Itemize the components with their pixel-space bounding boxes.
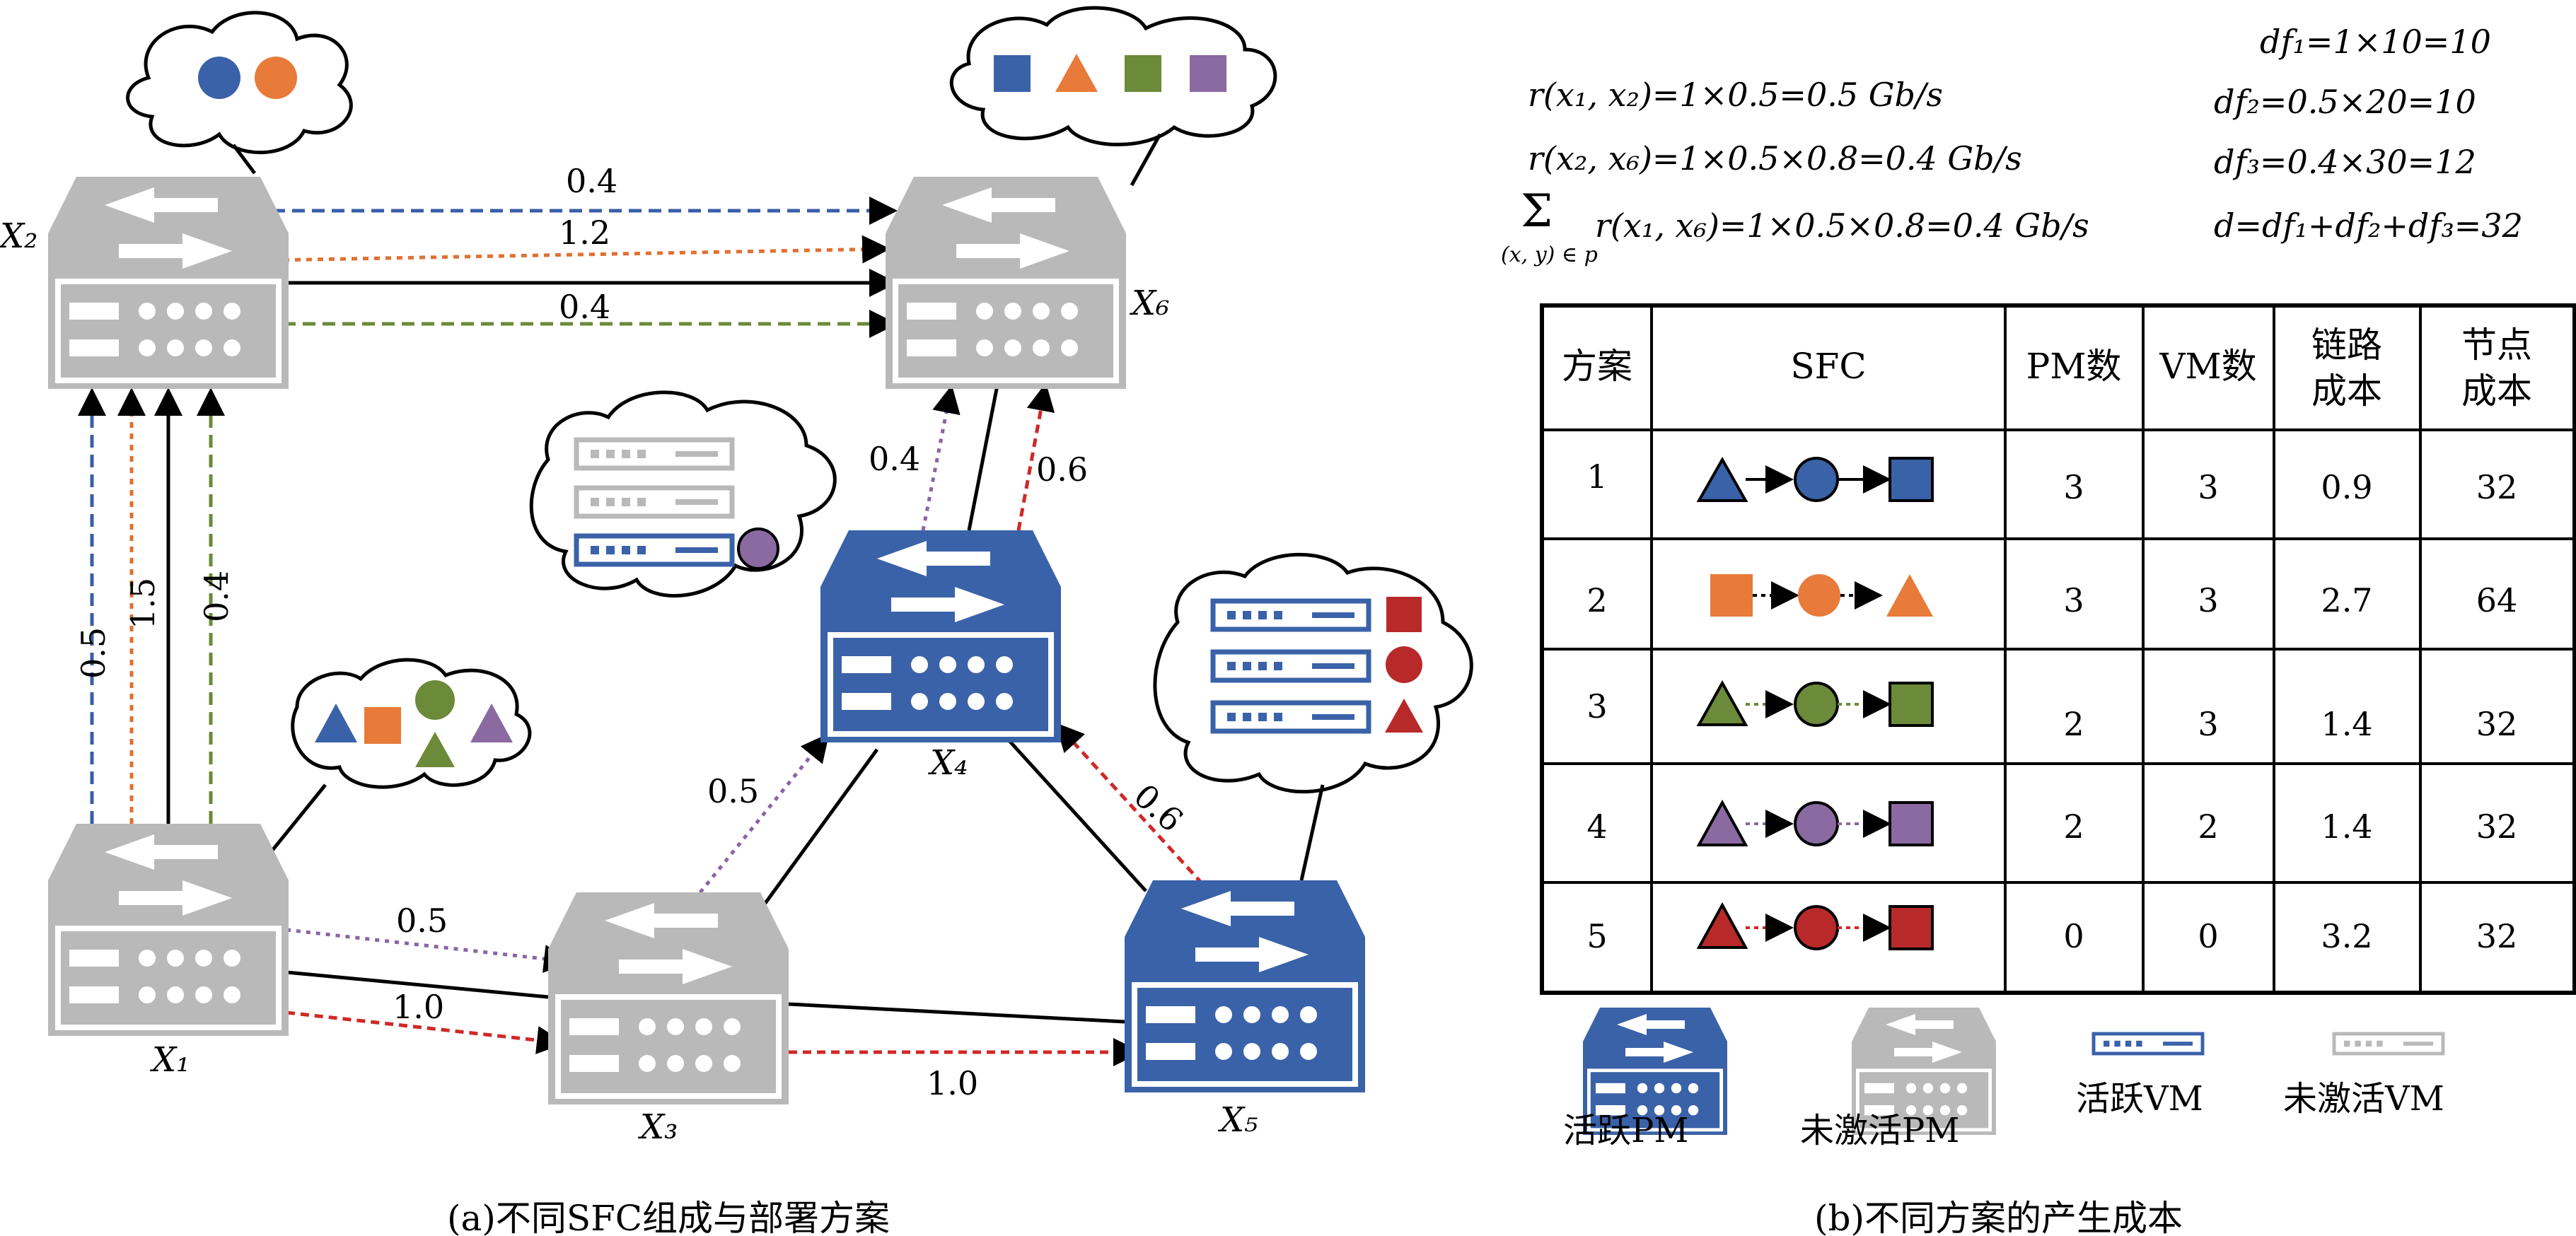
table-header-node-1: 节点 (2461, 325, 2532, 366)
node-label-x6: X₆ (1129, 284, 1169, 323)
row-vm: 3 (2198, 581, 2218, 619)
network-diagram: X₂ X₆ X₁ X₃ X₄ X₅ 0.4 1.2 0.4 0.5 1.5 0.… (0, 6, 1473, 1236)
legend: 活跃PM 未激活PM 活跃VM 未激活VM (1563, 1008, 2444, 1150)
row-link-cost: 3.2 (2321, 917, 2372, 955)
formula-d3: df₃=0.4×30=12 (2214, 143, 2476, 181)
link-label-x1-x3-bot: 1.0 (393, 988, 444, 1026)
cloud-x2 (126, 11, 353, 175)
row-pm: 2 (2063, 808, 2084, 846)
row-pm: 3 (2063, 468, 2084, 506)
row-pm: 3 (2063, 581, 2084, 619)
legend-active-vm-icon (2094, 1034, 2203, 1054)
link-label-x2-x6-mid: 1.2 (559, 214, 610, 252)
node-label-x4: X₄ (927, 743, 968, 783)
row-link-cost: 2.7 (2321, 581, 2372, 619)
sfc-chain (1696, 456, 1934, 502)
row-link-cost: 1.4 (2321, 705, 2372, 743)
row-node-cost: 64 (2476, 581, 2518, 619)
formula-d2: df₂=0.5×20=10 (2214, 83, 2476, 121)
link-label-x3-x5: 1.0 (927, 1064, 978, 1102)
node-label-x3: X₃ (637, 1107, 678, 1147)
node-label-x1: X₁ (149, 1040, 190, 1080)
sfc-chain (1696, 902, 1934, 950)
row-link-cost: 1.4 (2321, 808, 2372, 846)
pm-x4 (820, 530, 1061, 742)
row-id: 1 (1586, 457, 1607, 496)
row-vm: 0 (2198, 917, 2218, 955)
row-pm: 2 (2063, 705, 2084, 743)
formula-sum-sub: (x, y) ∈ p (1501, 243, 1598, 267)
table-header-pm: PM数 (2026, 346, 2122, 387)
table-header-vm: VM数 (2159, 346, 2256, 387)
formula-d1: df₁=1×10=10 (2260, 23, 2491, 61)
link-label-x1-x2-c: 0.4 (197, 571, 236, 622)
legend-active-vm: 活跃VM (2076, 1079, 2203, 1119)
pm-x1 (48, 824, 289, 1036)
caption-a: (a)不同SFC组成与部署方案 (447, 1198, 890, 1236)
cloud-x6 (949, 6, 1277, 187)
row-vm: 3 (2198, 468, 2218, 506)
caption-b: (b)不同方案的产生成本 (1814, 1198, 2183, 1236)
formula-d: d=df₁+df₂+df₃=32 (2214, 206, 2523, 245)
node-label-x5: X₅ (1217, 1100, 1258, 1140)
row-id: 4 (1586, 808, 1607, 846)
table-header-sfc: SFC (1790, 346, 1866, 387)
row-id: 2 (1586, 581, 1607, 619)
link-label-x1-x2-b: 1.5 (124, 578, 162, 629)
cloud-x1 (264, 658, 532, 861)
legend-inactive-pm: 未激活PM (1800, 1111, 1959, 1150)
link-label-x2-x6-top: 0.4 (566, 162, 617, 200)
row-vm: 2 (2198, 808, 2218, 846)
sfc-chain (1710, 574, 1933, 617)
formula-sum-symbol: Σ (1521, 185, 1553, 238)
row-node-cost: 32 (2476, 917, 2518, 955)
node-label-x2: X₂ (0, 216, 37, 256)
table-row: 5 0 0 3.2 32 (1586, 902, 2518, 955)
sfc-chain (1696, 799, 1934, 846)
pm-x2 (48, 177, 289, 389)
table-row: 3 2 3 1.4 32 (1586, 680, 2518, 743)
row-vm: 3 (2198, 705, 2218, 743)
link-label-x5-x4: 0.6 (1127, 776, 1190, 839)
pm-x6 (886, 177, 1126, 389)
link-label-x4-x6-left: 0.4 (869, 440, 920, 478)
row-node-cost: 32 (2476, 468, 2518, 506)
row-node-cost: 32 (2476, 808, 2518, 846)
link-label-x3-x4: 0.5 (707, 772, 759, 810)
table-header-scheme: 方案 (1562, 346, 1632, 387)
table-row: 1 3 3 0.9 32 (1586, 456, 2518, 506)
link-label-x1-x2-a: 0.5 (74, 627, 112, 679)
row-id: 5 (1586, 917, 1607, 955)
link-label-x1-x3-top: 0.5 (396, 902, 448, 940)
table-header-link-2: 成本 (2311, 371, 2382, 412)
table-header-link-1: 链路 (2311, 325, 2382, 366)
cloud-x4 (529, 390, 837, 598)
row-id: 3 (1586, 687, 1607, 725)
table-header-node-2: 成本 (2461, 371, 2532, 412)
cost-table (1540, 303, 2576, 995)
link-label-x4-x6-right: 0.6 (1036, 450, 1088, 489)
formula-r1: r(x₁, x₂)=1×0.5=0.5 Gb/s (1528, 76, 1943, 114)
table-row: 2 3 3 2.7 64 (1586, 574, 2517, 619)
sfc-chain (1696, 680, 1934, 727)
legend-active-pm: 活跃PM (1563, 1111, 1688, 1150)
formula-r3: r(x₁, x₆)=1×0.5×0.8=0.4 Gb/s (1595, 206, 2089, 245)
legend-inactive-vm: 未激活VM (2283, 1079, 2444, 1119)
row-node-cost: 32 (2476, 705, 2518, 743)
link-label-x2-x6-bot: 0.4 (559, 288, 610, 326)
pm-x3 (548, 892, 789, 1104)
legend-inactive-vm-icon (2334, 1034, 2443, 1054)
cost-panel: r(x₁, x₂)=1×0.5=0.5 Gb/s r(x₂, x₆)=1×0.5… (1501, 23, 2576, 1236)
cloud-x5 (1153, 552, 1473, 881)
links (78, 197, 1204, 1066)
row-link-cost: 0.9 (2321, 468, 2372, 506)
row-pm: 0 (2063, 917, 2084, 955)
table-row: 4 2 2 1.4 32 (1586, 799, 2518, 846)
pm-x5 (1125, 880, 1365, 1092)
formula-r2: r(x₂, x₆)=1×0.5×0.8=0.4 Gb/s (1528, 139, 2022, 177)
